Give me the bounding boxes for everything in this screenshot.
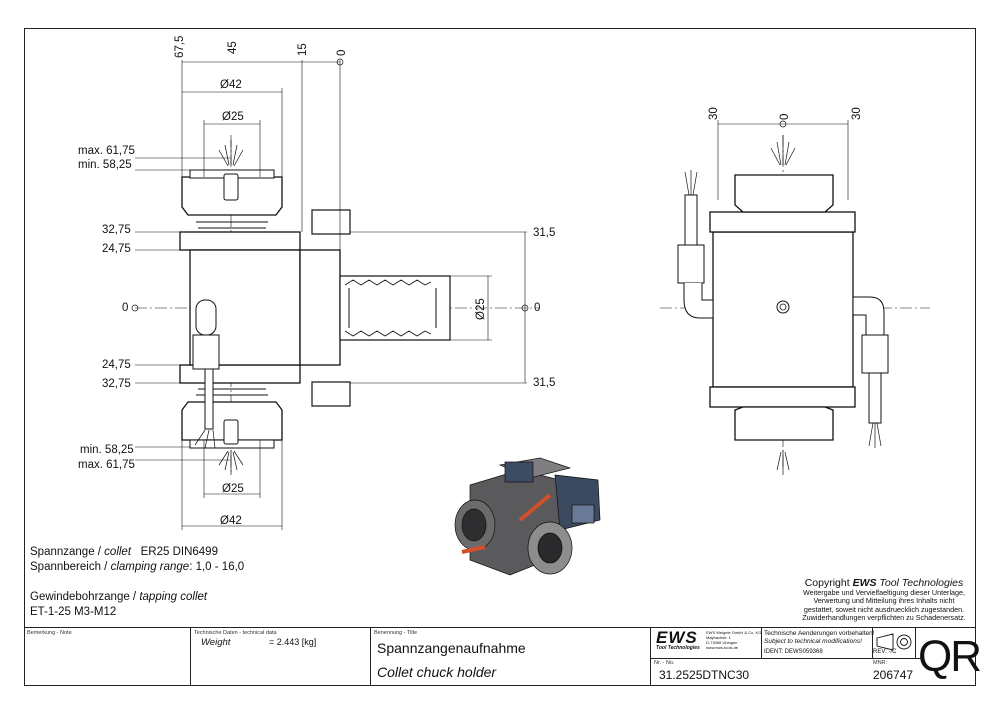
dim-max-top: max. 61,75 [78,145,135,157]
copyright-line: Zuwiderhandlungen verpflichten zu Schade… [802,612,966,622]
article-number: 31.2525DTNC30 [659,668,750,682]
logo-text: EWS [656,628,698,647]
dim-phi42-bot: Ø42 [220,515,242,527]
right-view [660,120,930,475]
dim-32-75-bot: 32,75 [102,378,131,390]
weight-label: Weight [201,637,231,648]
dim-30-left: 30 [708,107,720,120]
tap-value: ET-1-25 M3-M12 [30,606,117,618]
dim-31-5-bot: 31,5 [533,377,556,389]
copyright-block: Copyright EWS Tool Technologies Weiterga… [790,577,978,622]
left-view [131,58,540,530]
copyright-line: Weitergabe und Vervielfaeltigung dieser … [802,588,966,597]
company-line: Maybachstr. 1 [706,635,731,640]
collet-note-de: Spannzange / [30,546,105,558]
copyright-pre: Copyright [804,577,853,589]
nr-label: Nr. - No. [654,660,675,666]
remark-cell: Bemerkung - Note [24,628,191,686]
dim-0-top: 0 [336,49,348,56]
company-address: EWS Weigele GmbH & Co. KG Maybachstr. 1 … [706,630,761,650]
dim-24-75-bot: 24,75 [102,359,131,371]
title-de: Spannzangenaufnahme [377,640,526,656]
remark-label: Bemerkung - Note [27,630,72,636]
range-note-value: : 1,0 - 16,0 [189,561,245,573]
title-en: Collet chuck holder [377,664,497,680]
name-cell: Benennung - Title Spannzangenaufnahme Co… [371,628,651,686]
weight-value: = 2.443 [kg] [269,637,317,647]
projection-symbol [872,628,916,658]
tap-note-en: tapping collet [139,591,208,603]
tap-note: Gewindebohrzange / tapping collet [30,590,207,605]
copyright-post: Tool Technologies [876,577,964,589]
dim-phi25-bot: Ø25 [222,483,244,495]
mnr-label: MNR: [873,660,888,666]
dim-min-bot: min. 58,25 [80,444,134,456]
revision: REV: -/C [873,649,897,655]
dim-31-5-top: 31,5 [533,227,556,239]
dim-67-5: 67,5 [174,35,186,58]
dim-0-right: 0 [534,302,541,314]
dim-min-top: min. 58,25 [78,159,132,171]
qr-label: QR [918,632,982,681]
ident-number: IDENT: DEWS059368 [764,649,823,655]
dim-15: 15 [297,43,309,56]
title-block: Bemerkung - Note Technische Daten - tech… [24,627,982,686]
company-line: www.ews-tools.de [706,645,739,650]
copyright-title: Copyright EWS Tool Technologies [790,577,978,589]
dim-max-bot: max. 61,75 [78,459,135,471]
company-line: D-73066 Uhingen [706,640,738,645]
dim-45: 45 [227,41,239,54]
isometric-view [454,457,601,576]
dim-phi42-top: Ø42 [220,79,242,91]
mnr-number: 206747 [873,668,914,682]
company-cell: EWS Tool Technologies EWS Weigele GmbH &… [651,628,921,686]
copyright-line: gestattet, soweit nicht ausdruecklich zu… [803,604,965,614]
tap-note-de: Gewindebohrzange / [30,591,140,603]
range-note-de: Spannbereich / [30,561,111,573]
copyright-brand: EWS [852,577,877,589]
dim-32-75-top: 32,75 [102,224,131,236]
tech-data-cell: Technische Daten - technical data Weight… [191,628,371,686]
dim-0-left: 0 [122,302,129,314]
dim-30-right: 30 [851,107,863,120]
logo-sub: Tool Technologies [656,645,700,651]
ews-logo: EWS Tool Technologies [654,628,704,651]
dim-phi25-top: Ø25 [222,111,244,123]
range-note: Spannbereich / clamping range: 1,0 - 16,… [30,560,244,575]
collet-note: Spannzange / collet ER25 DIN6499 [30,545,218,560]
copyright-line: Verwertung und Mitteilung ihres Inhalts … [813,596,955,606]
change-note-de: Technische Aenderungen vorbehalten! [764,630,875,637]
collet-note-en: collet [104,546,132,558]
dim-phi25-shank: Ø25 [475,298,487,320]
dim-24-75-top: 24,75 [102,243,131,255]
range-note-en: clamping range [110,561,190,573]
drawing-frame [24,28,976,686]
collet-note-value: ER25 DIN6499 [140,546,218,558]
change-note-en: Subject to technical modifications! [764,638,862,645]
tech-data-label: Technische Daten - technical data [194,630,277,636]
dim-0-right-view: 0 [779,113,791,120]
company-line: EWS Weigele GmbH & Co. KG [706,630,762,635]
name-label: Benennung - Title [374,630,418,636]
